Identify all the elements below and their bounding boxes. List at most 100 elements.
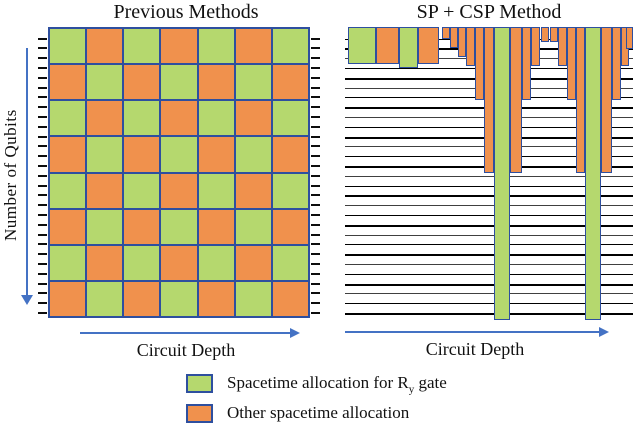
grid-cell-other — [124, 209, 160, 244]
grid-cell-other — [50, 209, 86, 244]
grid-cell-other — [124, 137, 160, 172]
wire-tick — [311, 223, 320, 226]
grid-cell-ry — [235, 65, 271, 100]
wire-tick — [38, 125, 47, 128]
wire-tick — [311, 155, 320, 158]
qubit-wire — [345, 254, 633, 257]
grid-cell-ry — [161, 281, 197, 316]
wire-tick — [38, 243, 47, 246]
grid-cell-other — [87, 29, 123, 64]
grid-cell-ry — [235, 137, 271, 172]
grid-cell-ry — [272, 101, 308, 136]
wire-tick — [311, 57, 320, 60]
allocation-bar-other — [576, 27, 585, 173]
grid-cell-ry — [50, 173, 86, 208]
wire-tick — [38, 47, 47, 50]
wire-tick — [311, 262, 320, 265]
wire-tick — [38, 164, 47, 167]
allocation-bar-other — [510, 27, 522, 173]
wire-tick — [38, 155, 47, 158]
grid-cell-other — [235, 173, 271, 208]
legend-label-text: gate — [414, 373, 447, 392]
qubit-wire — [345, 293, 633, 295]
wire-tick — [38, 106, 47, 109]
qubit-wire — [345, 195, 633, 198]
grid-cell-ry — [124, 173, 160, 208]
qubit-wire — [345, 214, 633, 216]
wire-tick — [38, 86, 47, 89]
wire-tick — [311, 194, 320, 197]
wire-tick — [38, 282, 47, 285]
qubit-wire — [345, 283, 633, 286]
left-grid-wire-ticks-left — [38, 27, 48, 318]
legend-swatch-other — [186, 404, 213, 423]
grid-cell-ry — [198, 245, 234, 280]
left-panel-title: Previous Methods — [113, 1, 259, 23]
wire-tick — [38, 135, 47, 138]
grid-cell-ry — [50, 29, 86, 64]
qubit-wire — [345, 234, 633, 236]
grid-cell-other — [235, 101, 271, 136]
legend-swatch-ry-gate — [186, 374, 213, 393]
grid-cell-other — [272, 281, 308, 316]
grid-cell-other — [198, 137, 234, 172]
right-depth-arrow-head-icon — [599, 327, 609, 337]
legend-label-subscript: y — [408, 383, 415, 396]
grid-cell-other — [87, 245, 123, 280]
spacetime-grid — [48, 27, 310, 318]
wire-tick — [38, 311, 47, 314]
left-depth-arrow-head-icon — [290, 328, 300, 338]
grid-cell-other — [161, 173, 197, 208]
grid-cell-ry — [87, 137, 123, 172]
wire-tick — [311, 145, 320, 148]
wire-tick — [311, 272, 320, 275]
allocation-bar-other — [522, 27, 531, 100]
wire-tick — [311, 66, 320, 69]
legend-label-ry-gate: Spacetime allocation for Ry gate — [227, 373, 447, 395]
wire-tick — [311, 282, 320, 285]
qubit-wire — [345, 263, 633, 265]
wire-tick — [311, 125, 320, 128]
allocation-bar-ry — [585, 27, 601, 320]
allocation-bar-ry — [494, 27, 510, 320]
grid-cell-other — [272, 209, 308, 244]
wire-tick — [311, 243, 320, 246]
allocation-bar-ry — [399, 27, 418, 68]
legend-label-other: Other spacetime allocation — [227, 403, 409, 425]
allocation-bar-other — [442, 27, 450, 39]
grid-cell-other — [161, 101, 197, 136]
allocation-bar-other — [601, 27, 612, 173]
grid-cell-other — [124, 281, 160, 316]
grid-cell-ry — [161, 137, 197, 172]
allocation-bar-other — [626, 27, 633, 49]
grid-cell-ry — [161, 65, 197, 100]
wire-tick — [311, 184, 320, 187]
wire-tick — [311, 115, 320, 118]
grid-cell-other — [272, 65, 308, 100]
wire-tick — [38, 194, 47, 197]
wire-tick — [311, 302, 320, 305]
allocation-bar-other — [531, 27, 540, 66]
legend-label-text: Spacetime allocation for R — [227, 373, 409, 392]
wire-tick — [38, 96, 47, 99]
right-panel-title: SP + CSP Method — [416, 1, 562, 23]
wire-tick — [38, 253, 47, 256]
grid-cell-other — [161, 245, 197, 280]
wire-tick — [38, 302, 47, 305]
wire-tick — [38, 184, 47, 187]
grid-cell-other — [198, 209, 234, 244]
legend-label-text: Other spacetime allocation — [227, 403, 410, 422]
wire-tick — [311, 37, 320, 40]
allocation-bar-ry — [348, 27, 376, 64]
qubit-wire — [345, 224, 633, 227]
wire-tick — [38, 204, 47, 207]
wire-tick — [311, 292, 320, 295]
allocation-bar-other — [558, 27, 567, 66]
left-depth-arrow-line — [80, 332, 292, 334]
grid-cell-ry — [124, 101, 160, 136]
grid-cell-other — [87, 173, 123, 208]
grid-cell-ry — [198, 29, 234, 64]
grid-cell-other — [198, 281, 234, 316]
grid-cell-ry — [124, 29, 160, 64]
qubit-wire — [345, 312, 633, 315]
